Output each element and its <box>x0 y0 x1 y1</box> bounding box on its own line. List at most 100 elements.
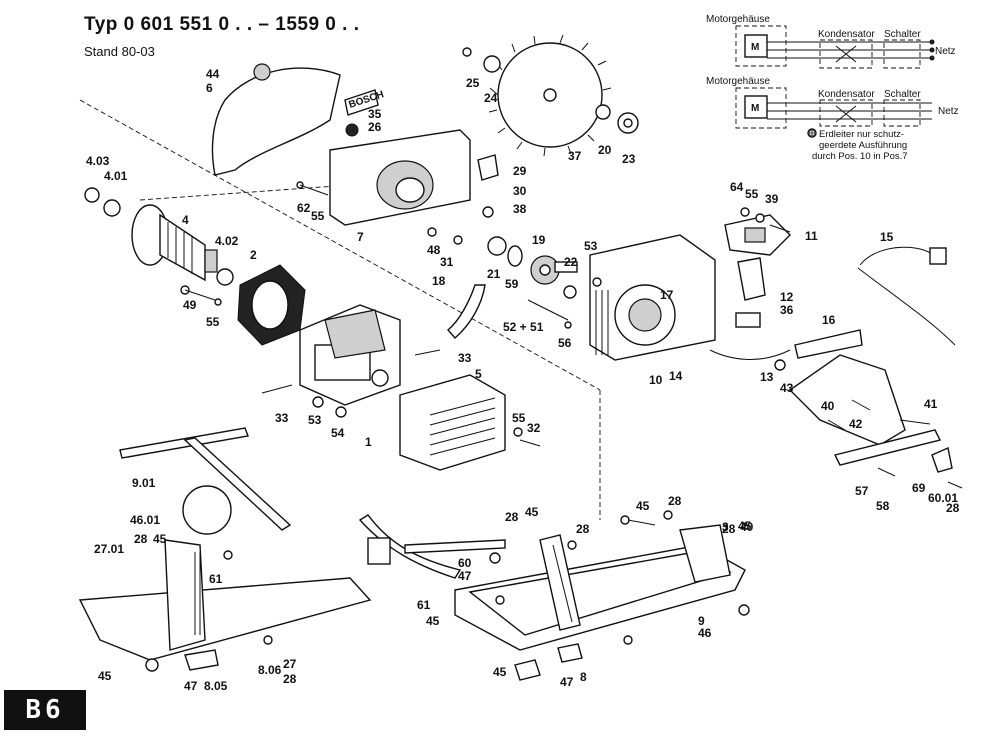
mains-pin-top-2 <box>929 47 935 53</box>
callout-label: 28 <box>668 494 682 508</box>
callout-label: 56 <box>558 336 572 350</box>
wiring-note-line-2: geerdete Ausführung <box>819 140 907 151</box>
capacitor-12 <box>737 257 766 301</box>
callout-label: 28 <box>722 522 736 536</box>
wing-nut-28-45 <box>557 643 583 663</box>
type-number-title: Typ 0 601 551 0 . . – 1559 0 . . <box>84 14 360 35</box>
upper-blade-guard: BOSCH <box>211 63 385 176</box>
motor-housing-box-bottom <box>735 87 787 129</box>
callout-label: 45 <box>493 665 507 679</box>
callout-label: 30 <box>513 184 527 198</box>
callout-label: 12 <box>780 290 794 304</box>
callout-label: 60.01 <box>928 491 958 505</box>
callout-label: 44 <box>206 67 220 81</box>
callout-label: 27 <box>283 657 297 671</box>
callout-label: 28 <box>946 501 960 515</box>
callout-label: 62 <box>297 201 311 215</box>
mains-cable-15b <box>857 267 956 346</box>
callout-label: 4.03 <box>86 154 110 168</box>
callout-label: 32 <box>527 421 541 435</box>
callout-label: 40 <box>821 399 835 413</box>
callout-label: 45 <box>153 532 167 546</box>
callout-label: 9 <box>698 614 705 628</box>
motor-box-top <box>744 34 768 58</box>
bearing-4-03 <box>84 187 100 203</box>
knob-46-01 <box>182 485 232 535</box>
callout-label: 14 <box>669 369 683 383</box>
motor-box-bottom <box>744 95 768 119</box>
bearing-4-02 <box>216 268 234 286</box>
callout-label: 24 <box>484 91 498 105</box>
callout-label: 58 <box>876 499 890 513</box>
callout-label: 47 <box>458 569 472 583</box>
gear-housing <box>329 129 499 226</box>
wiring-note-line-1: Erdleiter nur schutz- <box>819 129 904 140</box>
rivet-26 <box>345 123 359 137</box>
callout-label: 53 <box>308 413 322 427</box>
callout-label: 55 <box>745 187 759 201</box>
motor-symbol-bottom: M <box>751 103 759 114</box>
callout-label: 15 <box>880 230 894 244</box>
clamp-bar-3 <box>833 429 942 466</box>
wing-nut-57 <box>931 447 953 473</box>
callout-label: 42 <box>849 417 863 431</box>
callout-label: 37 <box>568 149 582 163</box>
callout-label: 8.05 <box>204 679 228 693</box>
callout-label: 10 <box>649 373 663 387</box>
callout-label: 27.01 <box>94 542 124 556</box>
gearbox-cover <box>589 234 716 361</box>
bearing-4-01 <box>103 199 121 217</box>
parallel-guide-arm <box>183 437 292 531</box>
callout-label: 4 <box>182 213 189 227</box>
callout-label: 46.01 <box>130 513 160 527</box>
wiring-bottom-mains-label: Netz <box>938 106 959 117</box>
callout-label: 21 <box>487 267 501 281</box>
callout-label: 43 <box>780 381 794 395</box>
callout-label: 19 <box>532 233 546 247</box>
terminal-36 <box>735 312 761 328</box>
callout-label: 35 <box>368 107 382 121</box>
retraction-lever-18 <box>447 284 486 339</box>
callout-label: 4.02 <box>215 234 239 248</box>
earth-symbol-glyph: ⊕ <box>808 128 816 139</box>
callout-label: 45 <box>738 519 752 533</box>
callout-label: 61 <box>417 598 431 612</box>
callout-label: 1 <box>365 435 372 449</box>
capacitor-mark-bottom-b <box>835 105 857 123</box>
callout-label: 18 <box>432 274 446 288</box>
callout-label: 49 <box>183 298 197 312</box>
callout-label: 45 <box>525 505 539 519</box>
motor-symbol-top: M <box>751 42 759 53</box>
callout-label: 8.06 <box>258 663 282 677</box>
capacitor-box-top <box>819 39 873 69</box>
callout-label: 20 <box>598 143 612 157</box>
washer-20 <box>595 104 611 120</box>
callout-label: 47 <box>184 679 198 693</box>
callout-label: 4.01 <box>104 169 128 183</box>
switch-11 <box>724 214 791 256</box>
callout-label: 38 <box>513 202 527 216</box>
callout-label: 52 + 51 <box>503 320 544 334</box>
callout-label: 29 <box>513 164 527 178</box>
callout-label: 3 <box>722 520 729 534</box>
assembly-axis-1 <box>79 99 601 391</box>
wiring-bottom-capacitor-label: Kondensator <box>818 89 875 100</box>
bosch-plate <box>344 89 379 116</box>
earth-symbol <box>807 128 817 138</box>
callout-label: 54 <box>331 426 345 440</box>
base-plate-main <box>358 514 746 681</box>
callout-label: 28 <box>134 532 148 546</box>
bolt-25 <box>462 47 472 57</box>
callout-label: 23 <box>622 152 636 166</box>
callout-label: 9.01 <box>132 476 156 490</box>
callout-label: 13 <box>760 370 774 384</box>
callout-label: 53 <box>584 239 598 253</box>
parallel-guide-9-01 <box>119 427 249 459</box>
callout-label: 55 <box>512 411 526 425</box>
mains-cable-15 <box>859 246 936 266</box>
bearing-21 <box>487 236 507 256</box>
wiring-diagram-top: Motorgehäuse Kondensator Schalter Netz M <box>706 14 956 69</box>
callout-label: 5 <box>475 367 482 381</box>
callout-label: 26 <box>368 120 382 134</box>
